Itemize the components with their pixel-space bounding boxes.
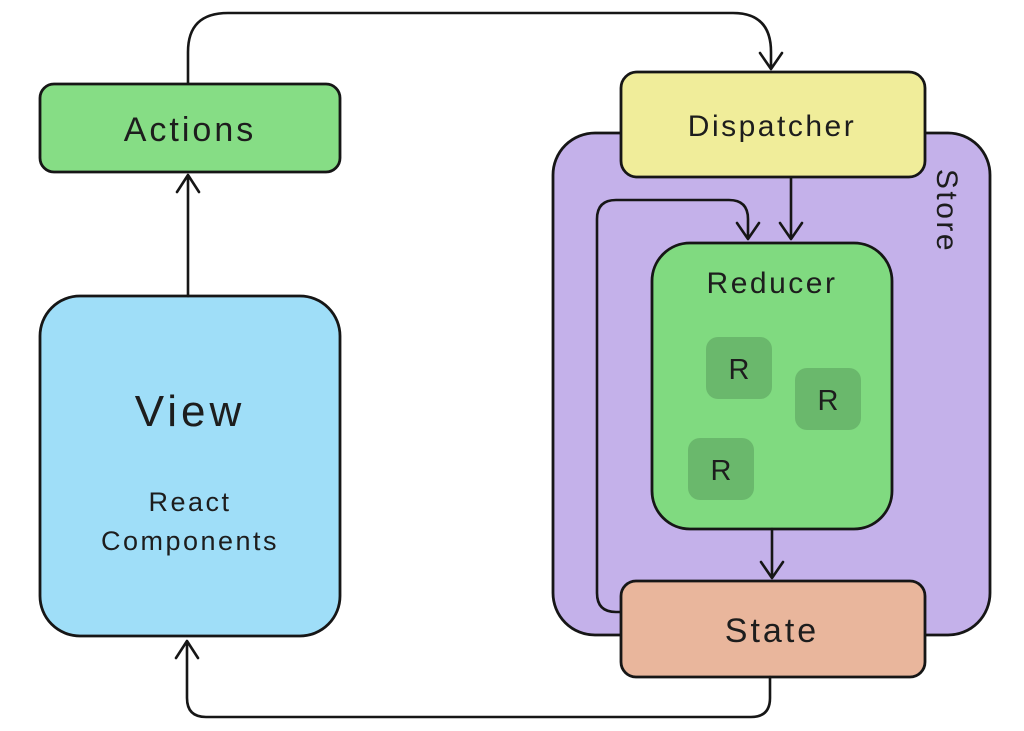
edge-actions-to-dispatcher xyxy=(186,11,784,85)
actions-group: Actions xyxy=(38,82,342,174)
view-label: View xyxy=(135,387,246,436)
reducer-label: Reducer xyxy=(707,267,838,300)
view-sublabel-line2: Components xyxy=(101,526,279,556)
edge-state-to-view xyxy=(174,639,772,719)
view-sublabel-line1: React xyxy=(148,487,231,517)
view-box xyxy=(38,294,342,638)
sub-reducer-box xyxy=(688,438,754,500)
edge-reducer-to-state xyxy=(759,527,785,580)
dispatcher-group: Dispatcher xyxy=(619,70,927,179)
state-box xyxy=(619,579,927,679)
sub-reducer-box xyxy=(795,368,861,430)
edge-view-to-actions xyxy=(175,173,201,298)
dispatcher-box xyxy=(619,70,927,179)
sub-reducer-label: R xyxy=(729,354,750,386)
state-label: State xyxy=(725,612,819,650)
edge-state-to-reducer xyxy=(595,198,761,614)
store-label: Store xyxy=(930,169,963,253)
view-group: View React Components xyxy=(38,294,342,638)
state-group: State xyxy=(619,579,927,679)
sub-reducer-label: R xyxy=(711,455,732,487)
sub-reducer-label: R xyxy=(818,385,839,417)
sub-reducer-box xyxy=(706,337,772,399)
actions-box xyxy=(38,82,342,174)
actions-label: Actions xyxy=(124,111,257,149)
edge-dispatcher-to-reducer xyxy=(778,176,804,241)
reducer-group: Reducer R R R xyxy=(650,241,894,531)
dispatcher-label: Dispatcher xyxy=(688,110,856,143)
